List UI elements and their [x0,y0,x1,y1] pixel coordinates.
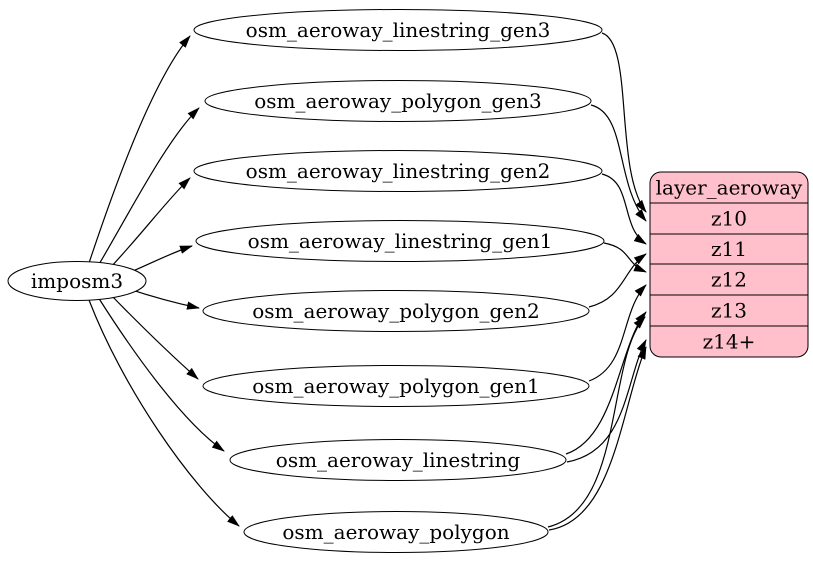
node-osm-aeroway-linestring-gen2: osm_aeroway_linestring_gen2 [193,150,603,192]
layer-row-z14plus: z14+ [703,330,756,354]
edge-linestring-gen3-to-z10 [601,32,647,213]
imposm3-ellipse [7,261,147,301]
edge-polygon-to-z14plus [548,346,647,531]
edge-linestring-gen1-to-z12 [603,242,647,273]
edge-imposm3-to-polygon-gen3 [97,107,200,267]
edge-imposm3-to-linestring-gen3 [88,35,191,264]
layer-row-z11: z11 [711,237,747,261]
table-ellipse [202,290,590,332]
table-ellipse [204,80,592,122]
node-imposm3: imposm3 [7,261,147,301]
edges-tables-to-layer [547,32,647,531]
table-ellipse [229,439,567,481]
edge-polygon-gen1-to-z12 [588,284,647,382]
table-ellipse [202,365,590,407]
edge-imposm3-to-polygon-gen1 [108,292,199,380]
edges-source-to-tables [88,35,240,527]
node-osm-aeroway-linestring: osm_aeroway_linestring [229,439,567,481]
table-ellipse [195,220,605,262]
layer-row-z12: z12 [711,268,747,292]
edge-imposm3-to-linestring-gen2 [108,177,191,270]
node-osm-aeroway-polygon-gen2: osm_aeroway_polygon_gen2 [202,290,590,332]
edge-imposm3-to-linestring-gen1 [125,245,193,275]
table-label: osm_aeroway_linestring_gen1 [248,229,553,253]
layer-row-z13: z13 [711,299,747,323]
edge-imposm3-to-linestring [97,296,225,452]
imposm3-label: imposm3 [31,269,123,293]
table-ellipse [243,511,549,553]
table-label: osm_aeroway_polygon [282,520,509,544]
node-osm-aeroway-polygon-gen3: osm_aeroway_polygon_gen3 [204,80,592,122]
table-ellipse [193,150,603,192]
edge-polygon-gen2-to-z11 [588,253,647,308]
node-osm-aeroway-linestring-gen1: osm_aeroway_linestring_gen1 [195,220,605,262]
edge-polygon-gen3-to-z10 [590,104,647,222]
table-label: osm_aeroway_linestring [276,448,521,472]
node-osm-aeroway-polygon: osm_aeroway_polygon [243,511,549,553]
table-label: osm_aeroway_polygon_gen3 [254,89,541,113]
layer-title: layer_aeroway [656,176,803,200]
table-ellipse [193,9,603,51]
table-label: osm_aeroway_polygon_gen1 [252,374,539,398]
table-label: osm_aeroway_linestring_gen3 [246,18,551,42]
edge-polygon-to-z13 [547,316,646,528]
node-osm-aeroway-polygon-gen1: osm_aeroway_polygon_gen1 [202,365,590,407]
layer-row-z10: z10 [711,207,747,231]
node-osm-aeroway-linestring-gen3: osm_aeroway_linestring_gen3 [193,9,603,51]
table-label: osm_aeroway_polygon_gen2 [252,299,539,323]
edge-linestring-to-z14plus [566,339,647,463]
edge-linestring-gen2-to-z11 [601,173,647,245]
table-label: osm_aeroway_linestring_gen2 [246,159,551,183]
edge-imposm3-to-polygon [88,299,240,527]
node-layer-aeroway: layer_aeroway z10 z11 z12 z13 z14+ [649,171,809,358]
